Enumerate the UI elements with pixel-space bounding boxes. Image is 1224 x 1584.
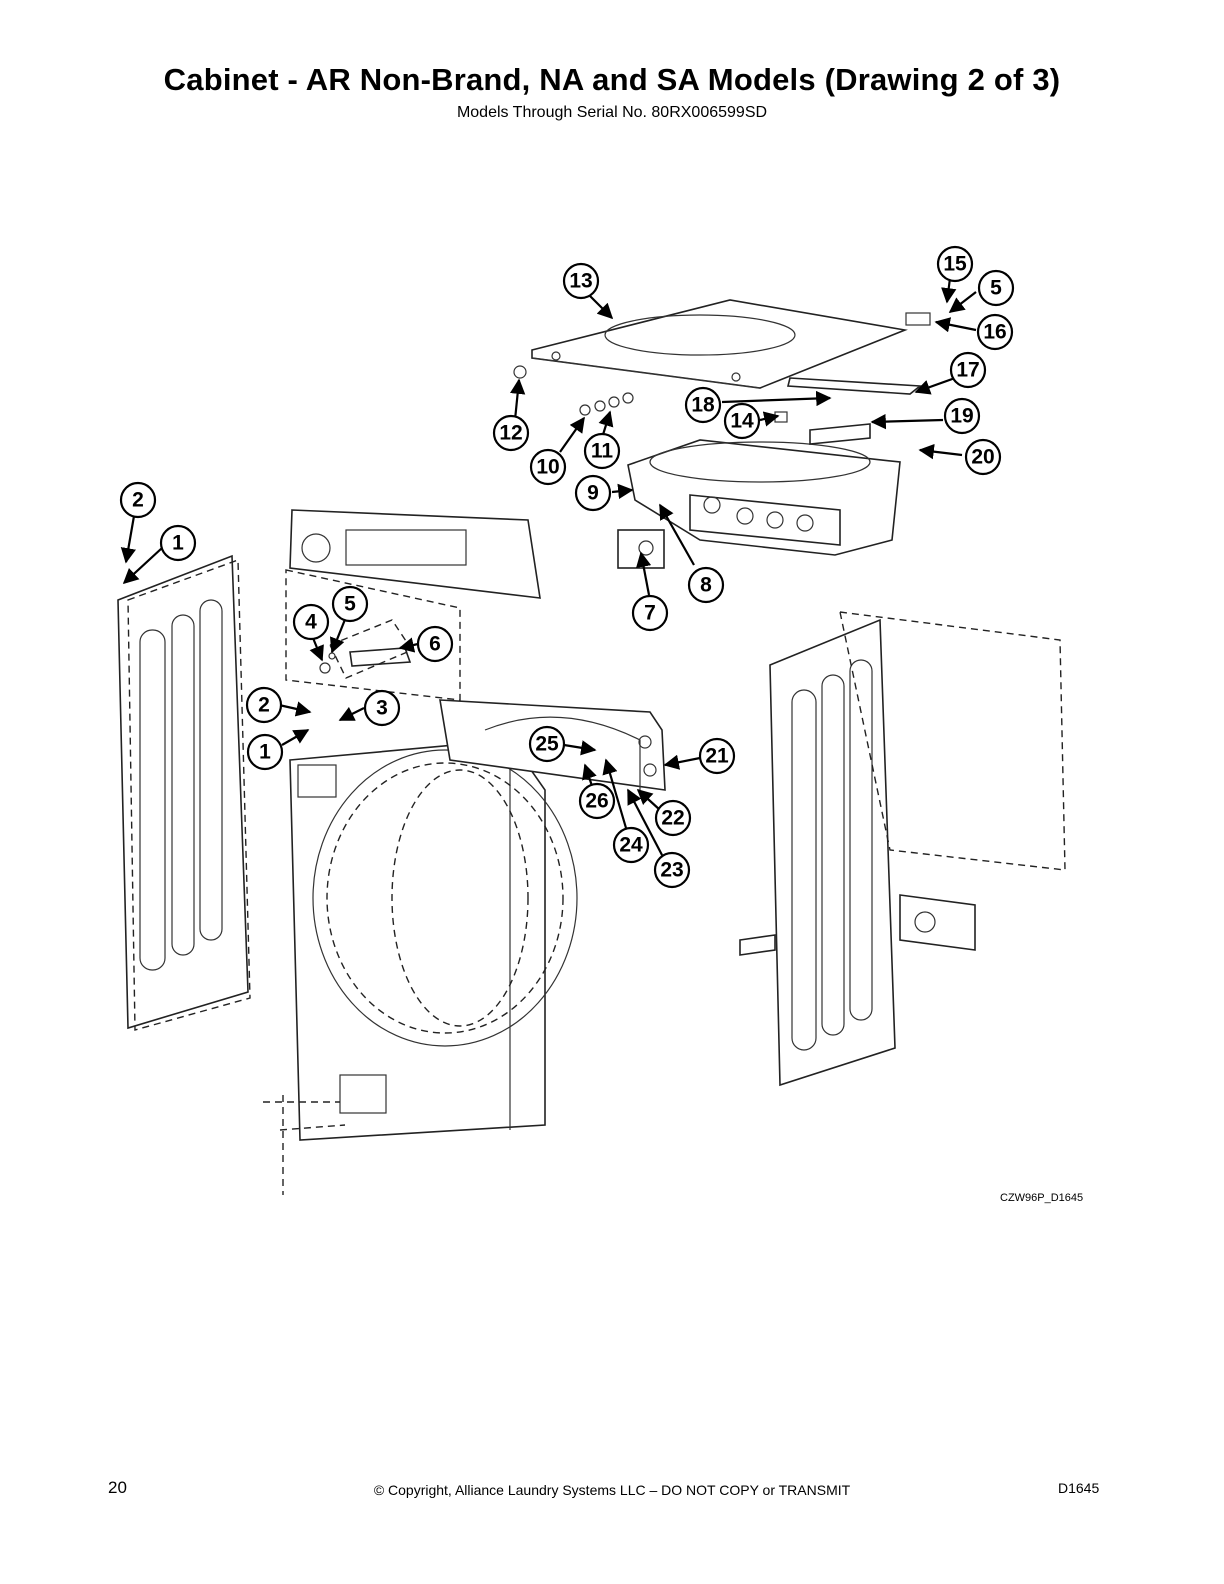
svg-text:3: 3 [376, 697, 388, 720]
svg-text:13: 13 [569, 270, 592, 293]
callout-21: 21 [698, 737, 736, 775]
svg-text:22: 22 [661, 807, 684, 830]
callout-6: 6 [416, 625, 454, 663]
callout-16: 16 [976, 313, 1014, 351]
svg-text:9: 9 [587, 482, 599, 505]
callout-4: 4 [292, 603, 330, 641]
callout-20: 20 [964, 438, 1002, 476]
svg-text:20: 20 [971, 446, 994, 469]
svg-text:2: 2 [258, 694, 270, 717]
bracket-7 [617, 529, 665, 569]
callout-14: 14 [723, 402, 761, 440]
svg-text:18: 18 [691, 394, 715, 417]
page-subtitle: Models Through Serial No. 80RX006599SD [456, 104, 768, 121]
left-side-panel [117, 554, 251, 1031]
svg-text:15: 15 [943, 253, 967, 276]
svg-text:2: 2 [132, 489, 144, 512]
right-side-panel [739, 611, 1066, 1087]
callout-8: 8 [687, 566, 725, 604]
svg-text:10: 10 [536, 456, 559, 479]
callout-1-front: 1 [246, 733, 284, 771]
svg-text:19: 19 [950, 405, 973, 428]
callout-25: 25 [528, 725, 566, 763]
callout-12: 12 [492, 414, 530, 452]
rear-bracket-assembly [627, 423, 901, 556]
leader-lines [120, 277, 977, 856]
top-panel [531, 299, 908, 389]
page-title: Cabinet - AR Non-Brand, NA and SA Models… [163, 62, 1061, 97]
top-hardware [513, 312, 931, 423]
drawing-code: CZW96P_D1645 [1000, 1192, 1084, 1204]
callout-5-console: 5 [331, 585, 369, 623]
callout-3: 3 [363, 689, 401, 727]
document-code: D1645 [1058, 1480, 1100, 1496]
callout-19: 19 [943, 397, 981, 435]
svg-text:23: 23 [660, 859, 683, 882]
callout-9: 9 [574, 474, 612, 512]
callout-17: 17 [949, 351, 987, 389]
control-console [285, 509, 541, 701]
svg-text:17: 17 [956, 359, 979, 382]
svg-text:16: 16 [983, 321, 1006, 344]
page-number: 20 [108, 1478, 127, 1497]
svg-text:6: 6 [429, 633, 441, 656]
svg-text:12: 12 [499, 422, 522, 445]
svg-text:26: 26 [585, 790, 608, 813]
callout-5: 5 [977, 269, 1015, 307]
callout-2-left: 2 [119, 481, 157, 519]
callout-13: 13 [562, 262, 600, 300]
svg-text:5: 5 [990, 277, 1002, 300]
callout-11: 11 [583, 432, 621, 470]
svg-text:24: 24 [619, 834, 643, 857]
callout-2-front: 2 [245, 686, 283, 724]
front-panel [263, 739, 578, 1195]
callout-23: 23 [653, 851, 691, 889]
svg-text:8: 8 [700, 574, 712, 597]
svg-text:1: 1 [259, 741, 271, 764]
svg-text:1: 1 [172, 532, 184, 555]
callout-18: 18 [684, 386, 722, 424]
callout-1-left: 1 [159, 524, 197, 562]
svg-text:11: 11 [591, 440, 614, 463]
svg-text:14: 14 [730, 410, 754, 433]
callout-7: 7 [631, 594, 669, 632]
callout-24: 24 [612, 826, 650, 864]
svg-text:25: 25 [535, 733, 559, 756]
callout-15: 15 [936, 245, 974, 283]
callout-26: 26 [578, 782, 616, 820]
callout-10: 10 [529, 448, 567, 486]
copyright-notice: © Copyright, Alliance Laundry Systems LL… [373, 1482, 851, 1498]
callout-22: 22 [654, 799, 692, 837]
svg-text:7: 7 [644, 602, 656, 625]
svg-text:4: 4 [305, 611, 317, 634]
svg-text:21: 21 [705, 745, 729, 768]
svg-text:5: 5 [344, 593, 356, 616]
